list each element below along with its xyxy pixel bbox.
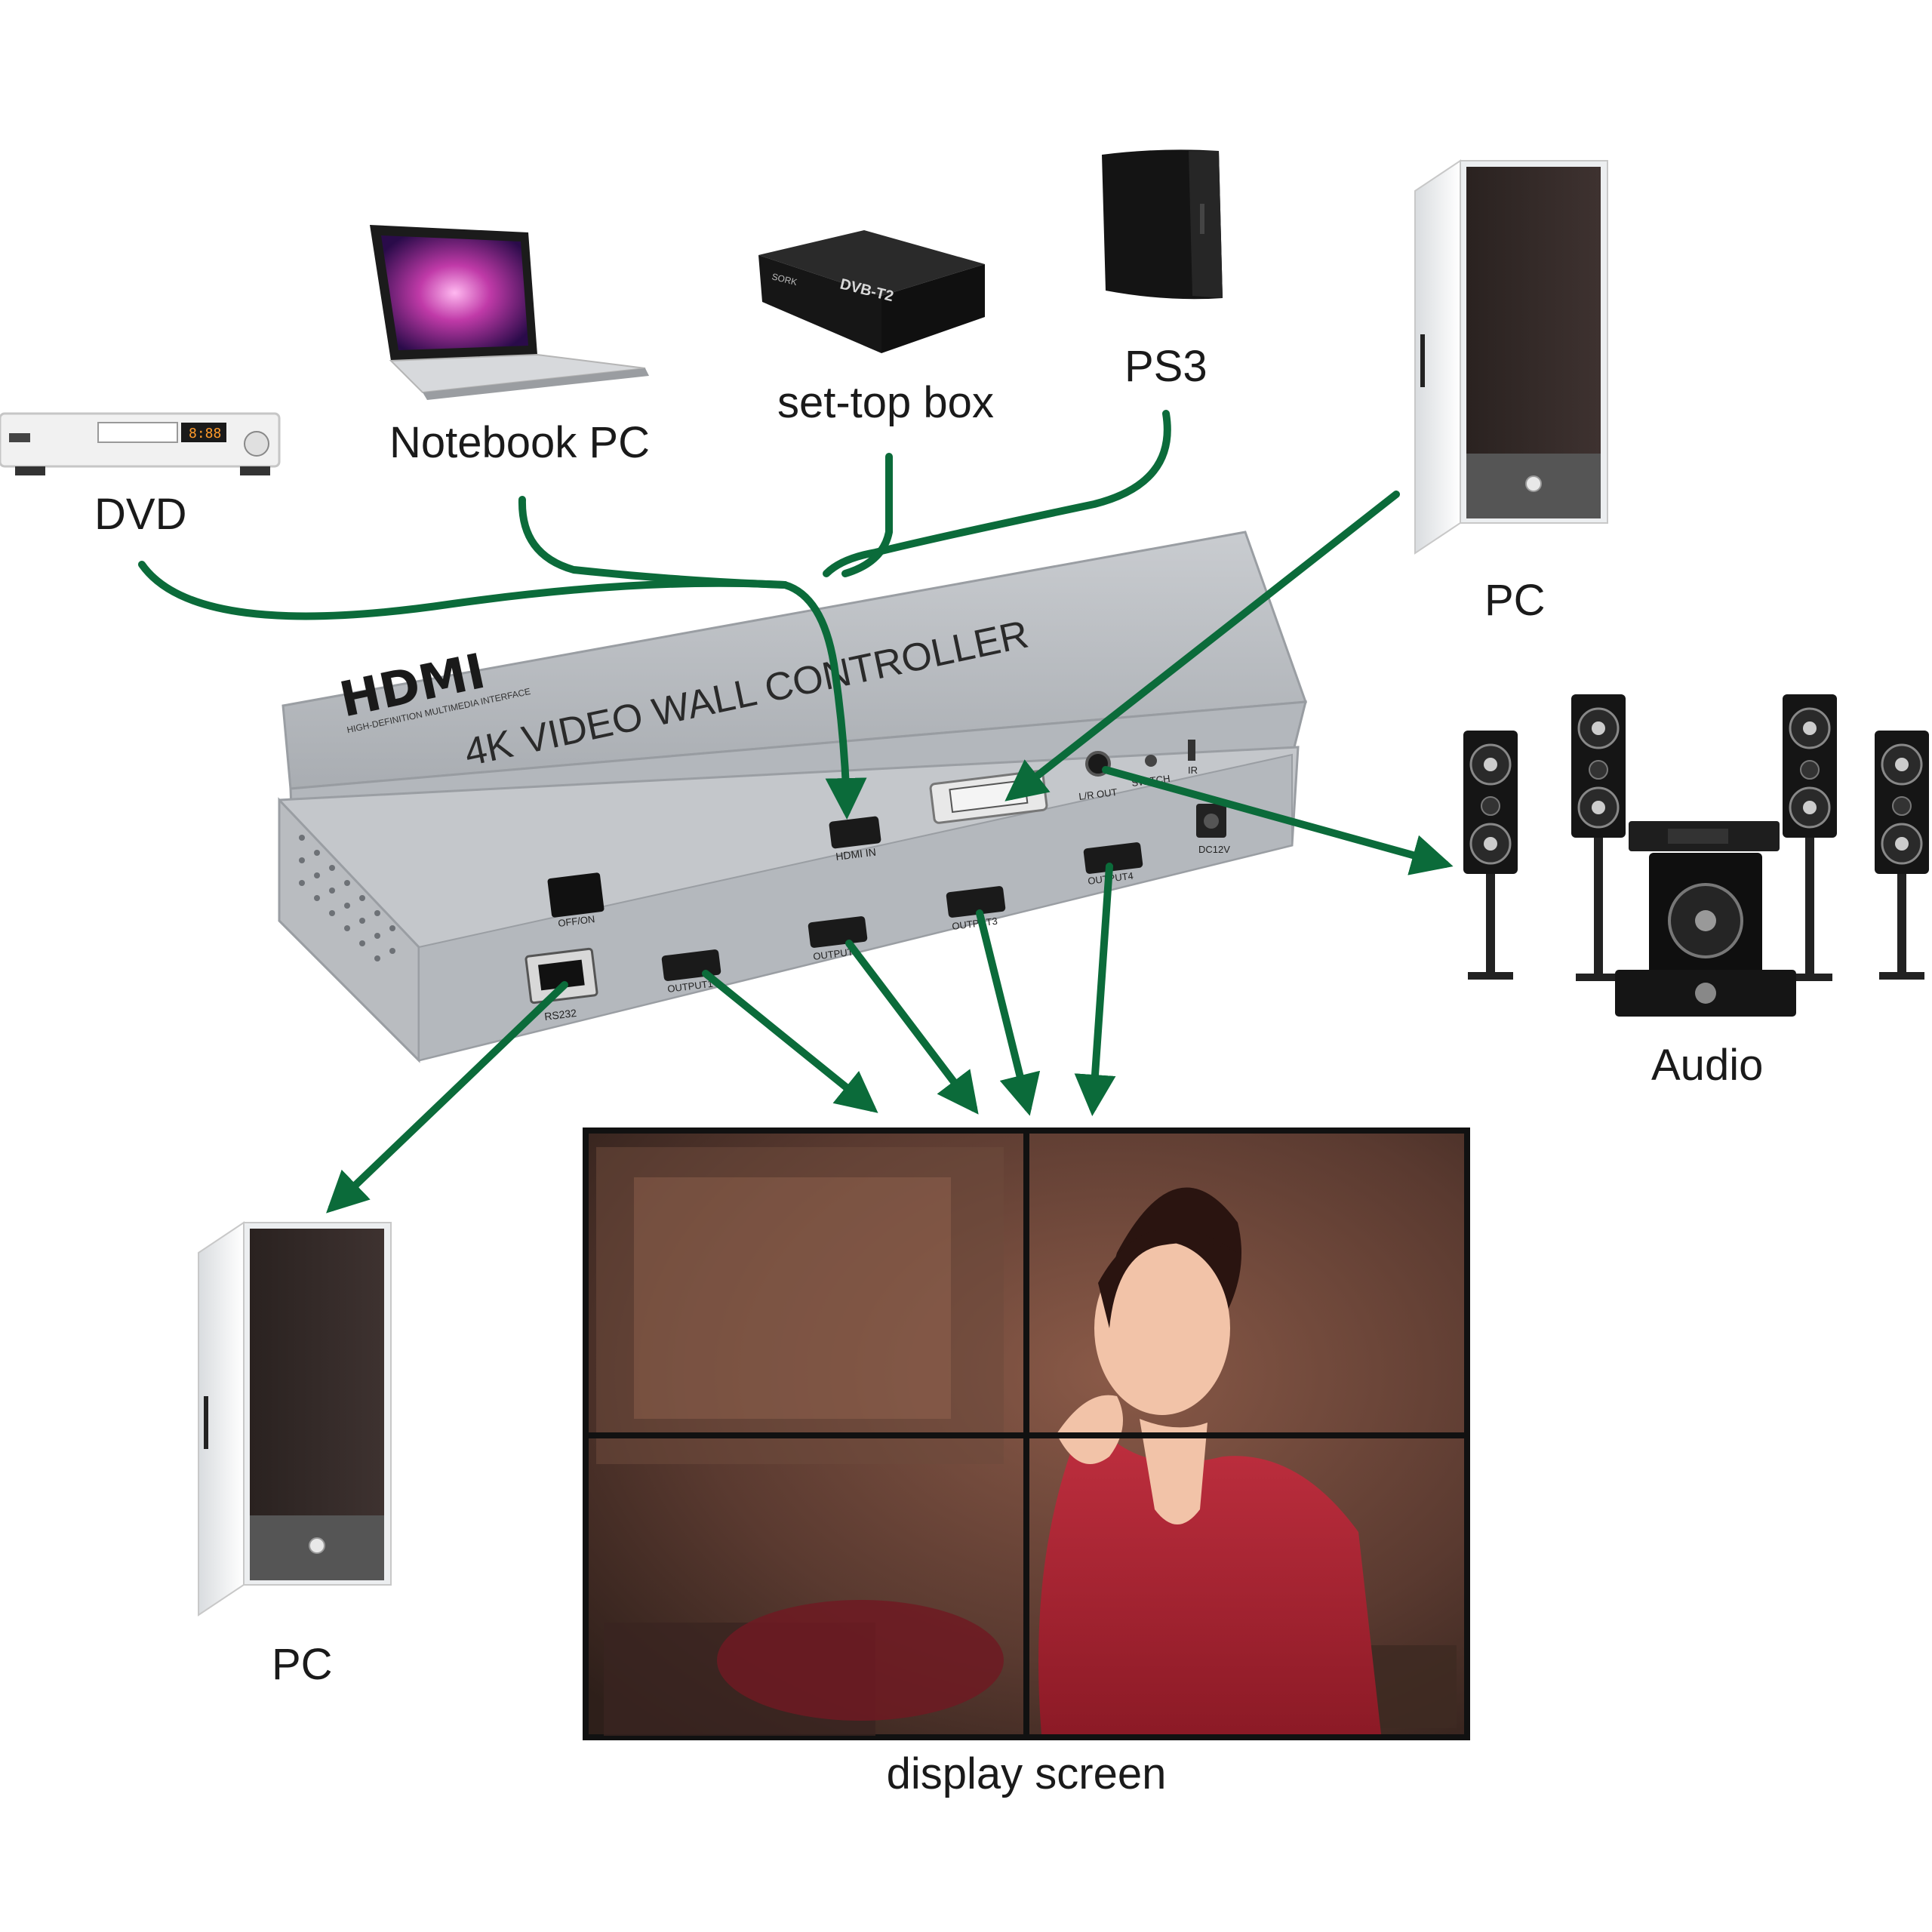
label-pc-top: PC [1484,576,1546,625]
svg-text:IR: IR [1188,764,1198,776]
pc-dvi-arrow [1004,491,1400,801]
svg-text:HDMI IN: HDMI IN [835,846,876,863]
label-audio: Audio [1651,1041,1764,1090]
output3-port: OUTPUT3 [946,886,1006,932]
speaker-system-icon [1462,693,1930,1017]
svg-text:L/R OUT: L/R OUT [1078,786,1118,802]
video-wall-image [583,1128,1470,1740]
label-pc-bottom: PC [272,1640,333,1689]
output3-arrow [976,909,1041,1116]
dvd-player-icon: 8:88 [0,412,281,475]
svg-text:DC12V: DC12V [1198,844,1230,855]
rs232-arrow [326,981,568,1214]
hdmi-in-arrow [781,581,867,820]
notebook-input-line [518,496,789,589]
dc-power-port: DC12V [1196,804,1230,855]
dvd-input-line [138,561,789,620]
output2-arrow [845,940,979,1115]
svg-text:OUTPUT1: OUTPUT1 [667,978,714,995]
pc-tower-icon [1415,161,1607,553]
pc-tower-icon [198,1223,391,1615]
power-switch: OFF/ON [547,872,605,929]
svg-text:OUTPUT2: OUTPUT2 [813,946,860,962]
notebook-icon [370,225,649,400]
label-settop-box: set-top box [777,378,994,427]
output2-port: OUTPUT2 [808,916,868,962]
ir-sensor: IR [1188,740,1198,776]
label-notebook-pc: Notebook PC [389,418,650,467]
settop-input-line [841,453,893,577]
ps3-input-line [823,410,1171,577]
output1-arrow [702,970,878,1113]
rs232-port: RS232 [525,947,598,1023]
output1-port: OUTPUT1 [661,949,721,995]
output4-arrow [1074,863,1116,1116]
svg-text:8:88: 8:88 [189,426,221,441]
label-display-screen: display screen [886,1749,1167,1798]
label-dvd: DVD [94,490,187,539]
ps3-console-icon [1102,149,1223,300]
connection-lines [138,410,1454,1214]
audio-out-arrow [1102,766,1454,875]
svg-text:OFF/ON: OFF/ON [558,913,596,929]
label-ps3: PS3 [1124,342,1208,391]
hdmi-in-port: HDMI IN [829,816,881,863]
settop-box-icon: DVB-T2 SORK [758,230,985,353]
video-wall-controller: HDMI HIGH-DEFINITION MULTIMEDIA INTERFAC… [278,531,1308,1063]
svg-text:RS232: RS232 [543,1007,577,1023]
